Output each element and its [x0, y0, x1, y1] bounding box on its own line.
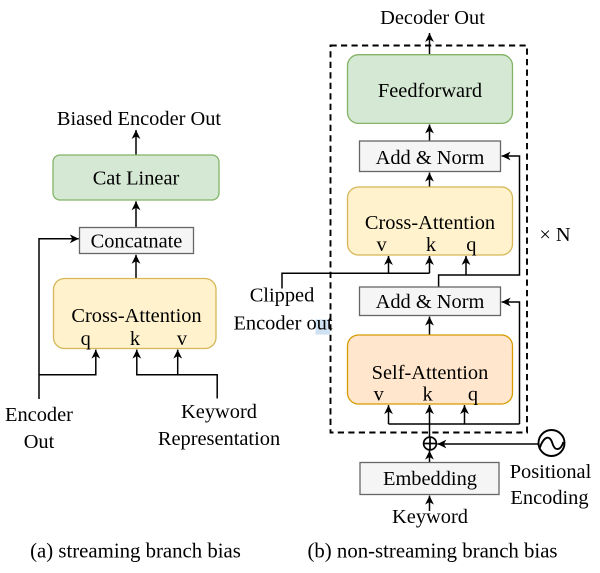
svg-text:k: k: [130, 328, 141, 350]
svg-text:Concatnate: Concatnate: [91, 231, 183, 253]
svg-text:Cat Linear: Cat Linear: [93, 167, 180, 189]
svg-text:(b) non-streaming branch bias: (b) non-streaming branch bias: [307, 540, 557, 563]
svg-text:v: v: [376, 234, 387, 256]
svg-text:q: q: [81, 328, 91, 350]
svg-text:Biased Encoder Out: Biased Encoder Out: [57, 108, 222, 130]
svg-text:Encoder out: Encoder out: [233, 313, 332, 335]
svg-text:Representation: Representation: [158, 428, 280, 450]
svg-text:k: k: [422, 384, 433, 406]
svg-text:q: q: [466, 234, 476, 256]
svg-text:Clipped: Clipped: [250, 285, 315, 307]
svg-text:q: q: [468, 384, 478, 406]
svg-text:k: k: [426, 234, 437, 256]
svg-text:v: v: [374, 384, 385, 406]
svg-text:Encoding: Encoding: [510, 487, 588, 509]
svg-text:Encoder: Encoder: [5, 404, 73, 426]
svg-text:Keyword: Keyword: [181, 401, 257, 423]
svg-text:v: v: [177, 328, 188, 350]
svg-text:Embedding: Embedding: [383, 468, 477, 490]
svg-text:Add & Norm: Add & Norm: [376, 291, 485, 313]
svg-text:Cross-Attention: Cross-Attention: [365, 212, 495, 234]
svg-text:Keyword: Keyword: [392, 506, 468, 528]
svg-text:Feedforward: Feedforward: [378, 80, 482, 102]
svg-text:(a) streaming branch bias: (a) streaming branch bias: [30, 540, 241, 563]
svg-text:Out: Out: [24, 431, 55, 453]
svg-text:Positional: Positional: [510, 461, 592, 483]
svg-text:Decoder Out: Decoder Out: [380, 7, 485, 29]
svg-text:Add & Norm: Add & Norm: [376, 147, 485, 169]
svg-text:Cross-Attention: Cross-Attention: [71, 305, 201, 327]
svg-text:× N: × N: [539, 224, 571, 246]
svg-text:Self-Attention: Self-Attention: [372, 362, 489, 384]
